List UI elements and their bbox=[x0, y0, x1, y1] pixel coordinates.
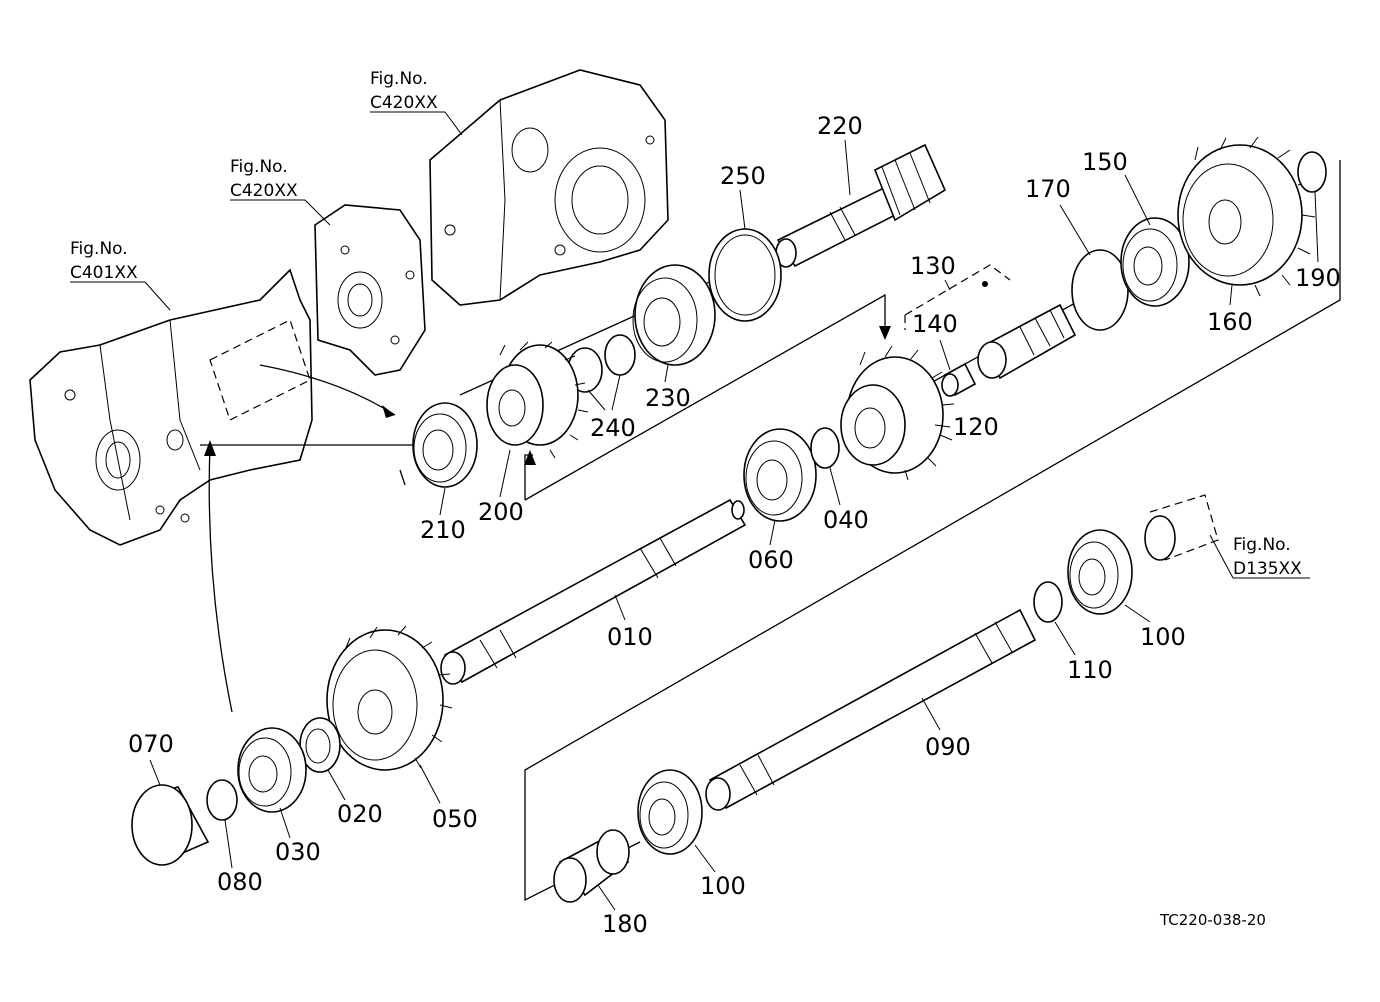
part-number-190: 190 bbox=[1295, 264, 1341, 292]
part-number-010: 010 bbox=[607, 623, 653, 651]
part-110-snap-ring bbox=[1033, 581, 1063, 623]
fig-ref-c401xx: Fig.No. C401XX bbox=[70, 239, 171, 311]
part-number-080: 080 bbox=[217, 868, 263, 896]
part-010-shaft bbox=[440, 498, 747, 685]
part-number-180: 180 bbox=[602, 910, 648, 938]
part-250-snap-ring bbox=[708, 228, 782, 322]
fig-ref-d135xx: Fig.No. D135XX bbox=[1209, 534, 1310, 579]
part-number-070: 070 bbox=[128, 730, 174, 758]
part-070-cap bbox=[131, 784, 210, 866]
part-040-snap-ring bbox=[810, 427, 840, 469]
part-number-060: 060 bbox=[748, 546, 794, 574]
part-080-snap-ring bbox=[206, 779, 238, 821]
arrowhead-lower bbox=[204, 440, 216, 456]
drawing-code: TC220-038-20 bbox=[1159, 911, 1266, 929]
fig-ref-label: Fig.No. bbox=[1233, 535, 1291, 555]
part-number-130: 130 bbox=[910, 252, 956, 280]
fig-ref-code: D135XX bbox=[1233, 559, 1302, 579]
part-number-210: 210 bbox=[420, 516, 466, 544]
part-number-170: 170 bbox=[1025, 175, 1071, 203]
part-number-100-lower: 100 bbox=[700, 872, 746, 900]
part-220-pinion-shaft bbox=[775, 143, 947, 268]
part-210-bearing bbox=[412, 402, 478, 488]
front-transmission-case bbox=[29, 268, 313, 546]
part-060-bearing bbox=[743, 428, 817, 522]
referenced-bushing bbox=[1144, 494, 1219, 561]
fig-ref-label: Fig.No. bbox=[230, 157, 288, 177]
part-number-160: 160 bbox=[1207, 308, 1253, 336]
part-200-gear bbox=[486, 341, 589, 459]
arrowhead-upper bbox=[382, 405, 395, 418]
part-number-250: 250 bbox=[720, 162, 766, 190]
part-100-bearing-upper bbox=[1067, 529, 1133, 615]
fig-ref-label: Fig.No. bbox=[70, 239, 128, 259]
part-050-helical-gear bbox=[326, 625, 453, 771]
part-number-100-upper: 100 bbox=[1140, 623, 1186, 651]
part-140-collar bbox=[941, 362, 977, 397]
part-number-050: 050 bbox=[432, 805, 478, 833]
fig-ref-label: Fig.No. bbox=[370, 69, 428, 89]
part-190-snap-ring bbox=[1297, 151, 1327, 193]
middle-transmission-case bbox=[314, 204, 426, 376]
part-number-150: 150 bbox=[1082, 148, 1128, 176]
part-230-bearing bbox=[632, 264, 716, 366]
fig-ref-code: C420XX bbox=[370, 93, 438, 113]
part-150-bearing bbox=[1120, 217, 1190, 307]
part-number-120: 120 bbox=[953, 413, 999, 441]
part-100-bearing-lower bbox=[637, 769, 703, 855]
assembly-arrow-lower bbox=[208, 444, 233, 713]
part-180-needle-bushing bbox=[553, 829, 630, 903]
part-030-bearing bbox=[237, 727, 307, 813]
part-number-220: 220 bbox=[817, 112, 863, 140]
fig-ref-c420xx-top: Fig.No. C420XX bbox=[370, 69, 463, 136]
part-number-030: 030 bbox=[275, 838, 321, 866]
part-090-shaft bbox=[705, 608, 1037, 811]
part-120-gear bbox=[840, 345, 955, 481]
part-number-110: 110 bbox=[1067, 656, 1113, 684]
part-number-240: 240 bbox=[590, 414, 636, 442]
part-number-200: 200 bbox=[478, 498, 524, 526]
fig-ref-code: C401XX bbox=[70, 263, 138, 283]
part-labels: 010 020 030 040 050 060 070 080 090 100 … bbox=[128, 112, 1341, 938]
part-number-230: 230 bbox=[645, 384, 691, 412]
rear-transmission-case bbox=[429, 69, 669, 306]
fig-ref-code: C420XX bbox=[230, 181, 298, 201]
part-130-sleeve bbox=[977, 281, 1077, 380]
part-number-020: 020 bbox=[337, 800, 383, 828]
part-240-snap-rings bbox=[567, 334, 636, 393]
fig-ref-c420xx-middle: Fig.No. C420XX bbox=[230, 157, 331, 226]
part-170-snap-ring bbox=[1071, 249, 1129, 331]
assembly-arrow-upper bbox=[259, 364, 396, 416]
part-number-040: 040 bbox=[823, 506, 869, 534]
part-number-140: 140 bbox=[912, 310, 958, 338]
part-number-090: 090 bbox=[925, 733, 971, 761]
